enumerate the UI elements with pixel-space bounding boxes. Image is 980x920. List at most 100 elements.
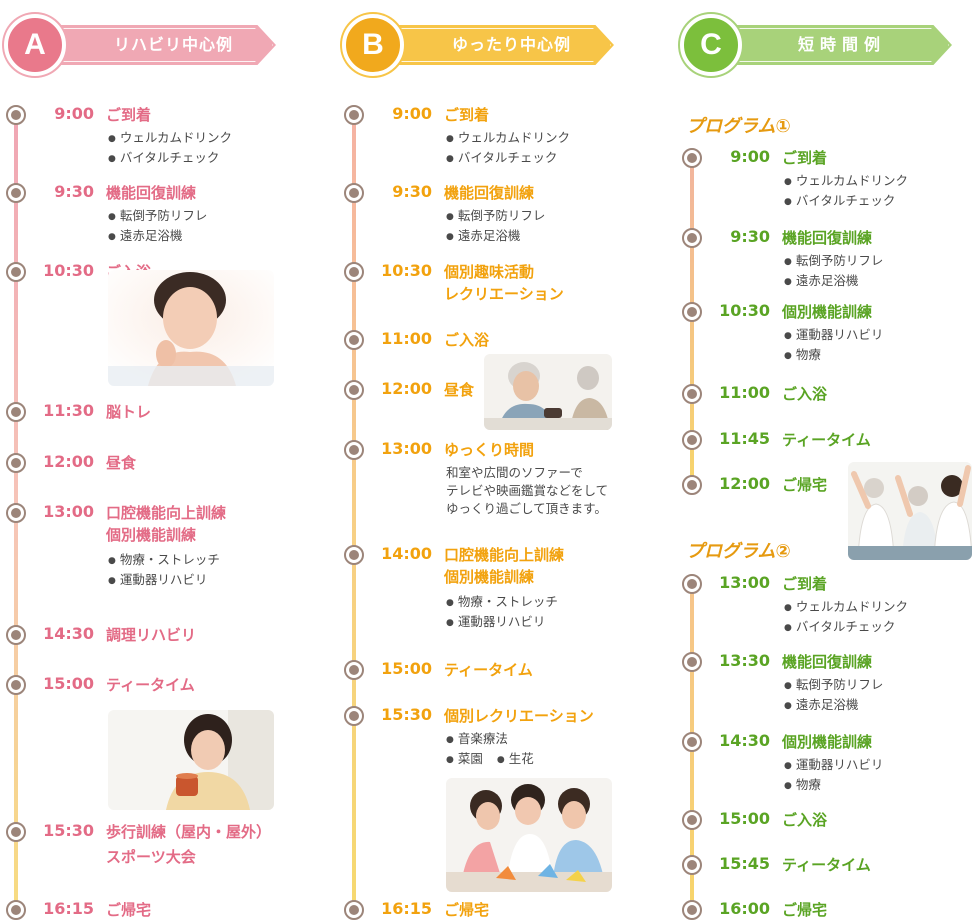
schedule-column-c: 短時間例 C プログラム① 9:00 ご到着 ウェルカムドリンク バイタルチェッ… xyxy=(676,0,980,920)
timeline-dot-icon xyxy=(682,302,702,322)
timeline-line xyxy=(352,115,356,915)
detail-item: 転倒予防リフレ xyxy=(784,676,884,696)
detail-item: 物療 xyxy=(784,346,883,366)
event-title: ティータイム xyxy=(782,856,871,874)
detail-item: 転倒予防リフレ xyxy=(446,207,546,227)
event-title: 個別機能訓練 xyxy=(782,733,873,751)
event-title: 調理リハビリ xyxy=(106,626,197,644)
timeline-dot-icon xyxy=(682,228,702,248)
event-time: 11:45 xyxy=(719,429,770,448)
event-time: 13:30 xyxy=(719,651,770,670)
timeline-dot-icon xyxy=(682,810,702,830)
event-time: 9:30 xyxy=(392,182,432,201)
timeline-dot-icon xyxy=(6,105,26,125)
event-details: ウェルカムドリンク バイタルチェック xyxy=(108,129,232,169)
tea-woman-photo xyxy=(108,710,274,810)
timeline-dot-icon xyxy=(682,384,702,404)
event-title-second-line: スポーツ大会 xyxy=(106,848,196,866)
event-time: 15:00 xyxy=(719,809,770,828)
column-a-title: リハビリ中心例 xyxy=(114,35,234,54)
detail-item: 遠赤足浴機 xyxy=(108,227,207,247)
event-time: 14:00 xyxy=(381,544,432,563)
event-time: 15:45 xyxy=(719,854,770,873)
event-title: ご帰宅 xyxy=(106,901,152,919)
timeline-dot-icon xyxy=(344,440,364,460)
column-b-header: ゆったり中心例 B xyxy=(342,14,618,76)
event-title: ティータイム xyxy=(106,676,195,694)
program-1-label: プログラム① xyxy=(684,112,797,138)
event-title: ご到着 xyxy=(444,106,490,124)
column-a-letter-badge: A xyxy=(4,14,66,76)
timeline-dot-icon xyxy=(6,822,26,842)
detail-item: 転倒予防リフレ xyxy=(784,252,884,272)
event-title: ご帰宅 xyxy=(782,901,828,919)
detail-item: 運動器リハビリ xyxy=(784,756,884,776)
note-line: ゆっくり過ごして頂きます。 xyxy=(446,501,607,516)
detail-item: 物療・ストレッチ xyxy=(446,593,558,613)
event-title: ご到着 xyxy=(782,575,828,593)
timeline-dot-icon xyxy=(682,475,702,495)
detail-item: バイタルチェック xyxy=(446,149,570,169)
detail-item: 運動器リハビリ xyxy=(446,613,558,633)
elderly-lunch-photo xyxy=(484,354,612,430)
timeline-dot-icon xyxy=(344,900,364,920)
event-time: 12:00 xyxy=(43,452,94,471)
event-title: 昼食 xyxy=(106,454,137,472)
event-details: 物療・ストレッチ 運動器リハビリ xyxy=(108,551,220,591)
event-time: 16:00 xyxy=(719,899,770,918)
event-time: 9:30 xyxy=(730,227,770,246)
event-title: ご入浴 xyxy=(782,811,828,829)
event-time: 9:00 xyxy=(392,104,432,123)
event-title: ご入浴 xyxy=(782,385,828,403)
note-line: 和室や広間のソファーで xyxy=(446,465,583,480)
timeline-dot-icon xyxy=(6,503,26,523)
event-details: ウェルカムドリンク バイタルチェック xyxy=(446,129,570,169)
event-time: 11:00 xyxy=(381,329,432,348)
event-title: 機能回復訓練 xyxy=(444,184,535,202)
event-time: 10:30 xyxy=(719,301,770,320)
event-details: 物療・ストレッチ 運動器リハビリ xyxy=(446,593,558,633)
timeline-dot-icon xyxy=(344,330,364,350)
timeline-dot-icon xyxy=(344,183,364,203)
event-title: ご到着 xyxy=(106,106,152,124)
detail-item: 遠赤足浴機 xyxy=(784,272,883,292)
detail-item: 生花 xyxy=(497,751,534,766)
detail-item: ウェルカムドリンク xyxy=(784,598,908,618)
timeline-dot-icon xyxy=(682,855,702,875)
timeline-dot-icon xyxy=(344,545,364,565)
detail-item: 運動器リハビリ xyxy=(108,571,220,591)
column-a-banner: リハビリ中心例 xyxy=(44,25,276,65)
event-time: 9:00 xyxy=(54,104,94,123)
schedule-column-b: ゆったり中心例 B 9:00 ご到着 ウェルカムドリンク バイタルチェック 9:… xyxy=(338,0,658,920)
event-title: 個別レクリエーション xyxy=(444,707,594,725)
timeline-dot-icon xyxy=(344,262,364,282)
event-title: 個別趣味活動 xyxy=(444,263,535,281)
event-details: 運動器リハビリ 物療 xyxy=(784,326,884,366)
timeline-dot-icon xyxy=(344,105,364,125)
event-time: 15:30 xyxy=(43,821,94,840)
event-time: 16:15 xyxy=(43,899,94,918)
detail-item: バイタルチェック xyxy=(784,192,908,212)
timeline-dot-icon xyxy=(6,900,26,920)
detail-pair: 菜園生花 xyxy=(446,750,534,770)
program-2-label: プログラム② xyxy=(684,537,797,563)
detail-item: 運動器リハビリ xyxy=(784,326,884,346)
event-title: 昼食 xyxy=(444,381,475,399)
column-c-header: 短時間例 C xyxy=(680,14,956,76)
event-details: 転倒予防リフレ 遠赤足浴機 xyxy=(784,676,884,716)
column-c-title: 短時間例 xyxy=(798,35,887,54)
event-time: 13:00 xyxy=(43,502,94,521)
timeline-dot-icon xyxy=(6,402,26,422)
event-time: 11:30 xyxy=(43,401,94,420)
column-a-header: リハビリ中心例 A xyxy=(4,14,280,76)
event-details: ウェルカムドリンク バイタルチェック xyxy=(784,172,908,212)
event-details: 運動器リハビリ 物療 xyxy=(784,756,884,796)
event-title: ティータイム xyxy=(782,431,871,449)
timeline-dot-icon xyxy=(682,148,702,168)
event-title: ご入浴 xyxy=(444,331,490,349)
event-title: 機能回復訓練 xyxy=(782,653,873,671)
bathing-woman-photo xyxy=(108,270,274,386)
event-time: 10:30 xyxy=(381,261,432,280)
column-c-letter-badge: C xyxy=(680,14,742,76)
detail-item: ウェルカムドリンク xyxy=(784,172,908,192)
